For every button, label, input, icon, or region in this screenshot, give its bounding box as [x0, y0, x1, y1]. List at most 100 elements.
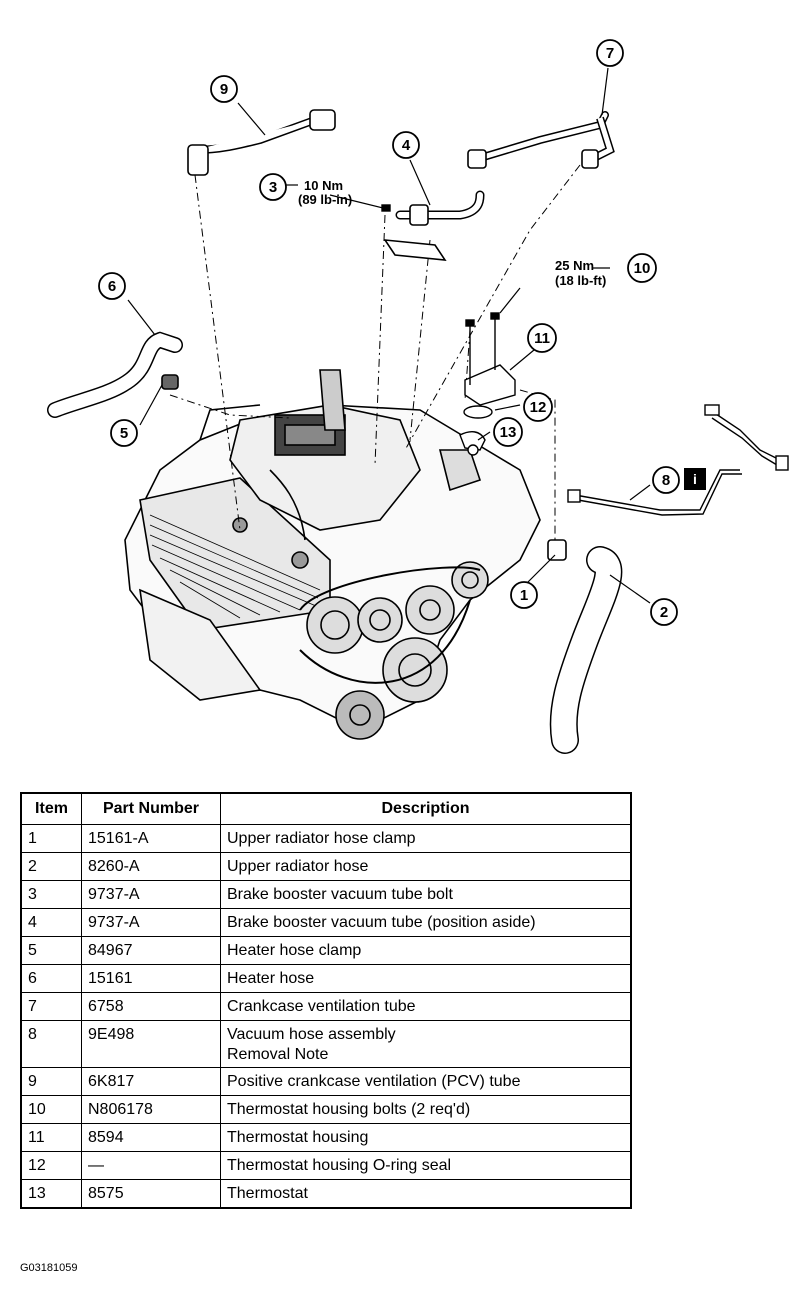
description-text: Crankcase ventilation tube — [227, 998, 416, 1015]
callout-2: 2 — [650, 598, 678, 626]
cell-part-number: — — [81, 1151, 221, 1180]
cell-part-number: 9E498 — [81, 1020, 221, 1068]
vacuum-tube-part-4 — [383, 190, 485, 261]
cell-item: 12 — [20, 1151, 82, 1180]
svg-text:4: 4 — [402, 137, 411, 154]
svg-text:25 Nm: 25 Nm — [555, 258, 594, 273]
cell-part-number: 8260-A — [81, 852, 221, 881]
vacuum-hose-part-8 — [567, 404, 789, 516]
cell-item: 13 — [20, 1179, 82, 1208]
callout-8: 8 — [652, 466, 680, 494]
description-text: Positive crankcase ventilation (PCV) tub… — [227, 1073, 521, 1090]
callout-11: 11 — [527, 323, 557, 353]
description-text: Thermostat housing O-ring seal — [227, 1157, 452, 1174]
description-text: Vacuum hose assembly — [227, 1026, 396, 1043]
callout-4: 4 — [392, 131, 420, 159]
cell-description: Upper radiator hose clamp — [220, 824, 632, 853]
svg-text:13: 13 — [500, 424, 517, 441]
cell-item: 5 — [20, 936, 82, 965]
svg-text:6: 6 — [108, 278, 116, 295]
cell-description: Heater hose — [220, 964, 632, 993]
svg-text:10: 10 — [634, 260, 651, 277]
description-text: Upper radiator hose clamp — [227, 830, 416, 847]
cell-description: Brake booster vacuum tube (position asid… — [220, 908, 632, 937]
description-text: Brake booster vacuum tube (position asid… — [227, 914, 536, 931]
svg-text:7: 7 — [606, 45, 614, 62]
cell-description: Upper radiator hose — [220, 852, 632, 881]
svg-text:1: 1 — [520, 587, 528, 604]
thermostat-parts — [381, 204, 516, 456]
svg-text:3: 3 — [269, 179, 277, 196]
description-text: Thermostat — [227, 1185, 308, 1202]
torque-spec-3: 10 Nm (89 lb-in) — [298, 178, 352, 207]
cell-part-number: 15161 — [81, 964, 221, 993]
table-row: 12— Thermostat housing O-ring seal — [20, 1151, 632, 1180]
callout-6: 6 — [98, 272, 126, 300]
svg-text:8: 8 — [662, 472, 670, 489]
cell-part-number: 84967 — [81, 936, 221, 965]
cell-item: 3 — [20, 880, 82, 909]
engine-block-drawing — [124, 369, 541, 740]
cell-part-number: 15161-A — [81, 824, 221, 853]
header-item: Item — [20, 792, 82, 825]
callout-5: 5 — [110, 419, 138, 447]
svg-text:(18 lb-ft): (18 lb-ft) — [555, 273, 606, 288]
callout-1: 1 — [510, 581, 538, 609]
description-text: Thermostat housing — [227, 1129, 369, 1146]
torque-spec-10: 25 Nm (18 lb-ft) — [555, 258, 606, 288]
cell-item: 11 — [20, 1123, 82, 1152]
description-note[interactable]: Removal Note — [227, 1046, 329, 1063]
svg-text:10 Nm: 10 Nm — [304, 178, 343, 193]
svg-text:i: i — [693, 471, 697, 487]
callout-10: 10 — [627, 253, 657, 283]
cell-description: Thermostat — [220, 1179, 632, 1208]
cell-item: 9 — [20, 1067, 82, 1096]
cell-item: 8 — [20, 1020, 82, 1068]
svg-text:11: 11 — [534, 330, 550, 347]
description-text: Upper radiator hose — [227, 858, 369, 875]
engine-exploded-diagram: 10 Nm (89 lb-in) 25 Nm (18 lb-ft) i 1 2 … — [47, 39, 789, 754]
cell-description: Positive crankcase ventilation (PCV) tub… — [220, 1067, 632, 1096]
description-text: Thermostat housing bolts (2 req'd) — [227, 1101, 471, 1118]
cell-description: Thermostat housing O-ring seal — [220, 1151, 632, 1180]
cell-item: 10 — [20, 1095, 82, 1124]
svg-text:9: 9 — [220, 81, 228, 98]
callout-7: 7 — [596, 39, 624, 67]
callout-group: 1 2 3 4 5 6 7 8 9 10 11 12 13 — [98, 39, 680, 626]
callout-9: 9 — [210, 75, 238, 103]
cell-part-number: 9737-A — [81, 908, 221, 937]
cell-description: Brake booster vacuum tube bolt — [220, 880, 632, 909]
callout-13: 13 — [493, 417, 523, 447]
cell-part-number: 8575 — [81, 1179, 221, 1208]
pcv-tube-part-9 — [187, 109, 336, 176]
description-text: Heater hose — [227, 970, 315, 987]
header-description: Description — [220, 792, 632, 825]
svg-text:(89 lb-in): (89 lb-in) — [298, 192, 352, 207]
description-text: Brake booster vacuum tube bolt — [227, 886, 453, 903]
description-text: Heater hose clamp — [227, 942, 362, 959]
radiator-hose-part-2 — [547, 539, 623, 754]
cell-part-number: N806178 — [81, 1095, 221, 1124]
cell-item: 2 — [20, 852, 82, 881]
table-header-row: Item Part Number Description — [20, 792, 632, 825]
header-part-number: Part Number — [81, 792, 221, 825]
callout-12: 12 — [523, 392, 553, 422]
cell-item: 6 — [20, 964, 82, 993]
cell-description: Crankcase ventilation tube — [220, 992, 632, 1021]
svg-text:12: 12 — [530, 399, 547, 416]
cell-description: Thermostat housing — [220, 1123, 632, 1152]
callout-leaders — [127, 67, 651, 604]
svg-text:5: 5 — [120, 425, 128, 442]
info-icon[interactable]: i — [684, 468, 706, 490]
cell-description: Heater hose clamp — [220, 936, 632, 965]
cell-item: 4 — [20, 908, 82, 937]
